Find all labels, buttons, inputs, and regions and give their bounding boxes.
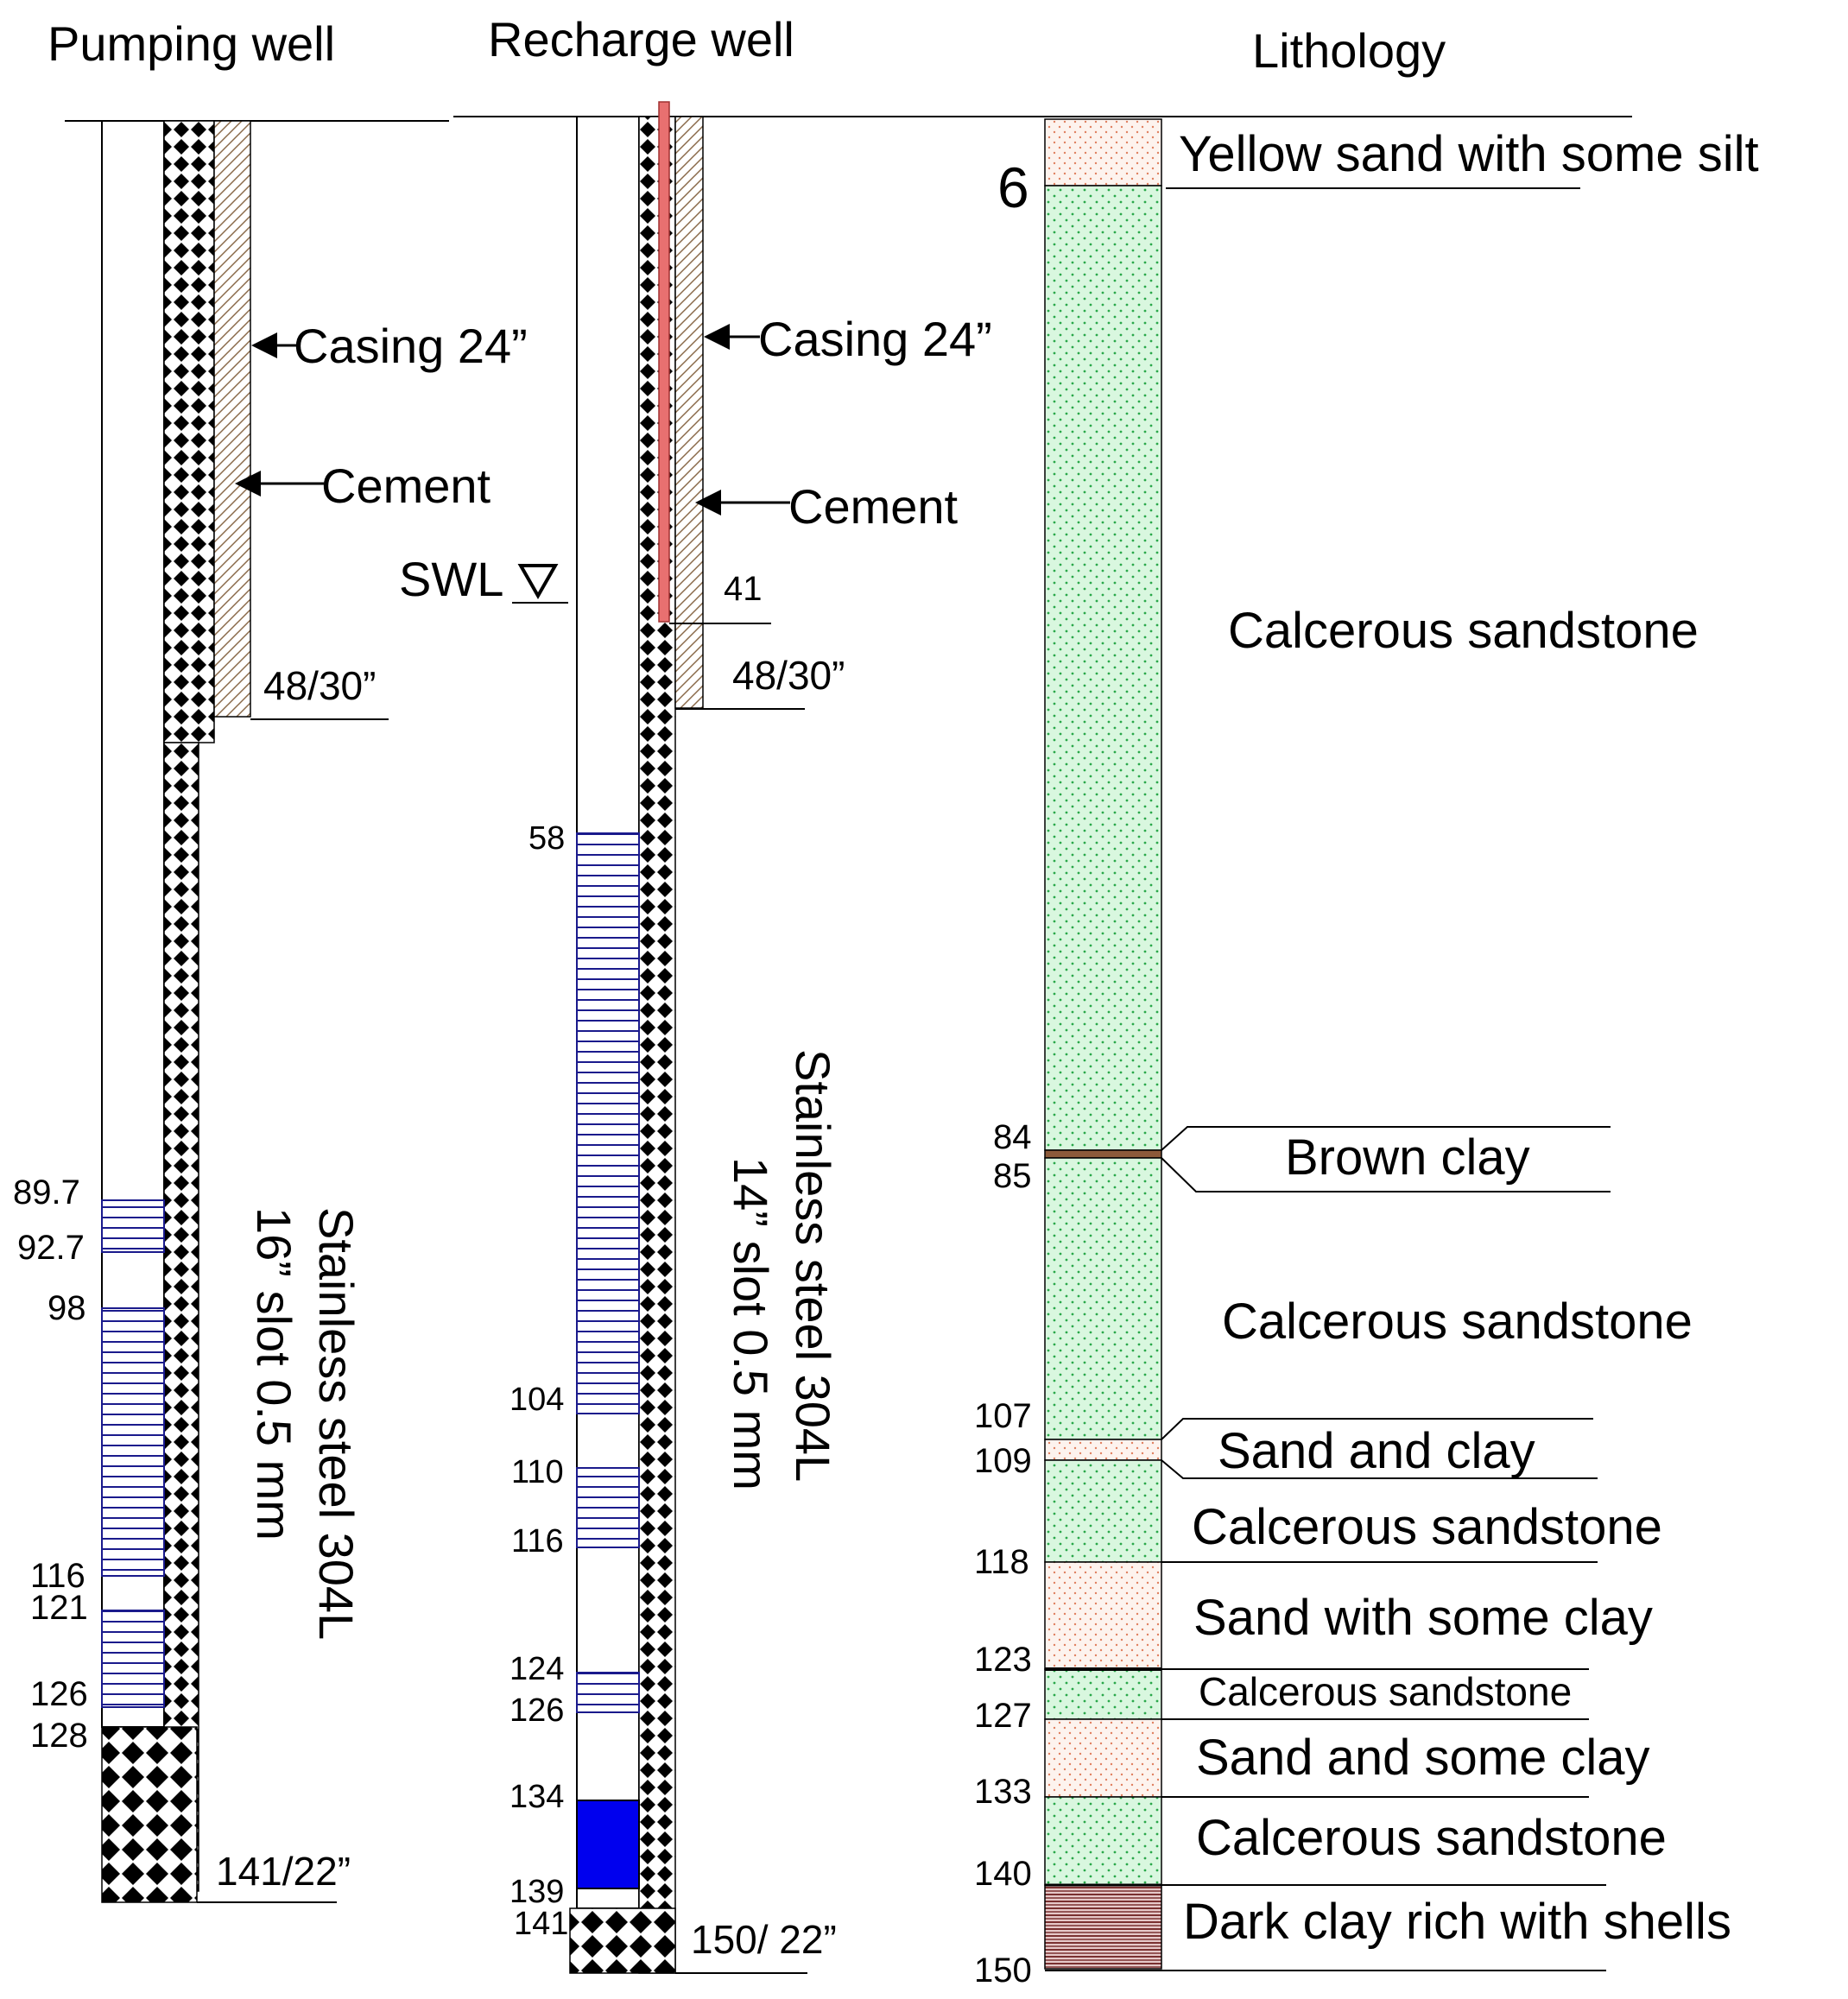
recharge-screen-label-1: Stainless steel 304L: [786, 1049, 840, 1482]
lith-depth-107: 107: [974, 1397, 1032, 1435]
lith-label-sand-some-clay: Sand with some clay: [1193, 1590, 1653, 1646]
lith-layer-calc-sandstone-1: [1044, 185, 1162, 1151]
recharge-depth-116: 116: [511, 1523, 564, 1559]
lith-depth-118: 118: [974, 1543, 1029, 1581]
lith-depth-127: 127: [974, 1697, 1032, 1735]
pumping-casing-label: Casing 24”: [294, 319, 528, 373]
lith-layer-calc-sandstone-5: [1044, 1796, 1162, 1886]
recharge-casing-label: Casing 24”: [758, 312, 992, 366]
lithology-header: Lithology: [1252, 23, 1446, 78]
recharge-screen-label-2: 14” slot 0.5 mm: [724, 1157, 778, 1490]
pumping-casing-bottom-label: 48/30”: [263, 663, 376, 708]
recharge-depth-126: 126: [509, 1692, 564, 1729]
recharge-depth-124: 124: [509, 1651, 564, 1687]
recharge-depth-141: 141: [514, 1906, 568, 1942]
lith-layer-sand-clay: [1044, 1439, 1162, 1461]
pumping-depth-98: 98: [47, 1289, 86, 1327]
recharge-depth-110: 110: [511, 1454, 564, 1490]
pumping-screen-1: [101, 1199, 165, 1253]
recharge-packer: [576, 1800, 640, 1889]
recharge-screen-2: [576, 1467, 640, 1548]
lith-depth-85: 85: [993, 1157, 1032, 1195]
lith-layer-sand-some-clay: [1044, 1561, 1162, 1670]
pumping-well-header: Pumping well: [47, 16, 335, 71]
pumping-well: [101, 120, 389, 1903]
pumping-depth-89-7: 89.7: [13, 1173, 80, 1211]
recharge-depth-104: 104: [509, 1382, 564, 1418]
lith-bracket-sand-clay: [1161, 1418, 1598, 1479]
lith-layer-calc-sandstone-2: [1044, 1157, 1162, 1440]
lith-layer-dark-clay: [1044, 1884, 1162, 1970]
recharge-well: [512, 101, 807, 1974]
lith-label-calc-sandstone-2: Calcerous sandstone: [1222, 1294, 1693, 1350]
pumping-screen-3: [101, 1610, 165, 1708]
lith-label-dark-clay: Dark clay rich with shells: [1183, 1894, 1731, 1950]
pumping-bottom-label: 141/22”: [216, 1849, 351, 1894]
lith-label-calc-sandstone-3: Calcerous sandstone: [1192, 1499, 1662, 1555]
swl-triangle-icon: [517, 564, 559, 600]
lith-label-sand-and-some-clay: Sand and some clay: [1196, 1730, 1650, 1786]
lith-depth-123: 123: [974, 1641, 1032, 1679]
lith-label-calc-sandstone-4: Calcerous sandstone: [1199, 1669, 1572, 1714]
swl-label: SWL: [399, 552, 503, 606]
recharge-casing-bottom-label: 48/30”: [732, 653, 845, 698]
recharge-pipe-bottom-label: 41: [724, 570, 763, 608]
pumping-screen-label-1: Stainless steel 304L: [309, 1207, 364, 1640]
pumping-screen-2: [101, 1307, 165, 1577]
lithology-column: [1044, 118, 1611, 1971]
pumping-depth-126: 126: [30, 1675, 88, 1713]
lith-top-depth: 6: [997, 155, 1029, 219]
lith-layer-sand-and-some-clay: [1044, 1718, 1162, 1798]
recharge-screen-1: [576, 832, 640, 1414]
lith-label-brown-clay: Brown clay: [1285, 1129, 1530, 1186]
recharge-cement-label: Cement: [788, 479, 959, 534]
pumping-depth-121: 121: [30, 1589, 88, 1627]
lith-depth-140: 140: [974, 1855, 1032, 1893]
pumping-cement-label: Cement: [321, 459, 491, 513]
lith-depth-84: 84: [993, 1118, 1032, 1156]
recharge-depth-58: 58: [528, 820, 565, 857]
recharge-well-header: Recharge well: [488, 12, 794, 66]
pumping-depth-128: 128: [30, 1717, 88, 1755]
recharge-bottom-label: 150/ 22”: [691, 1917, 837, 1962]
recharge-injection-pipe: [658, 101, 670, 623]
recharge-depth-139: 139: [509, 1874, 564, 1910]
pumping-gravel-bottom: [101, 1726, 198, 1903]
lith-label-yellow-sand: Yellow sand with some silt: [1179, 126, 1759, 182]
lith-layer-brown-clay: [1044, 1149, 1162, 1159]
lith-label-calc-sandstone-5: Calcerous sandstone: [1196, 1810, 1667, 1866]
recharge-screen-3: [576, 1672, 640, 1713]
recharge-depth-134: 134: [509, 1779, 564, 1815]
pumping-gravel-upper: [163, 120, 215, 743]
lith-depth-109: 109: [974, 1442, 1032, 1480]
recharge-gravel-bottom: [569, 1907, 676, 1974]
lith-label-calc-sandstone-1: Calcerous sandstone: [1228, 603, 1699, 659]
lith-depth-150: 150: [974, 1952, 1032, 1990]
lith-bracket-brown-clay: [1161, 1126, 1611, 1192]
pumping-depth-92-7: 92.7: [17, 1229, 85, 1267]
lith-layer-calc-sandstone-3: [1044, 1459, 1162, 1563]
lith-layer-calc-sandstone-4: [1044, 1668, 1162, 1720]
lith-depth-133: 133: [974, 1773, 1032, 1811]
pumping-screen-label-2: 16” slot 0.5 mm: [247, 1207, 301, 1540]
recharge-cement: [674, 116, 704, 709]
pumping-depth-116: 116: [30, 1557, 85, 1595]
lith-label-sand-clay: Sand and clay: [1218, 1423, 1535, 1479]
pumping-cement: [213, 120, 251, 718]
pumping-gravel-mid: [163, 742, 199, 1892]
lith-layer-yellow-sand: [1044, 118, 1162, 187]
